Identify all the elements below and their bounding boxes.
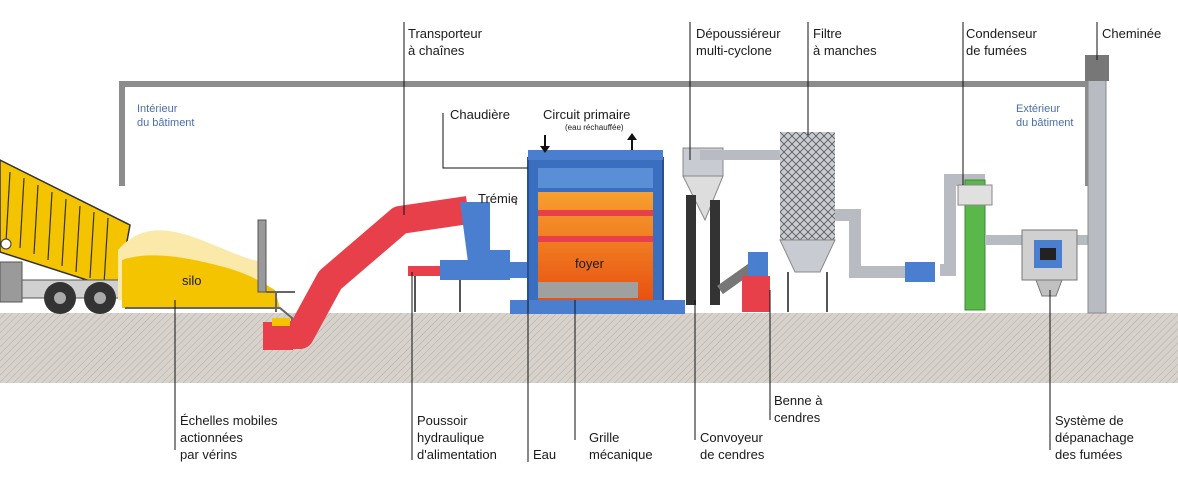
- chain-conveyor: [263, 196, 471, 350]
- hopper: [460, 202, 530, 280]
- water-label: Eau: [533, 447, 557, 462]
- furnace-label: foyer: [575, 256, 604, 271]
- boiler: [510, 133, 685, 314]
- multicyclone: [682, 147, 724, 305]
- boiler-label: Chaudière: [450, 107, 510, 122]
- silo-fill: [122, 255, 280, 308]
- chimney: [1085, 55, 1109, 314]
- primary-circuit-label: Circuit primaire: [543, 107, 631, 122]
- hopper-label: Trémie: [478, 191, 518, 206]
- silo-label: silo: [182, 273, 202, 288]
- hydraulic-pusher: [408, 260, 490, 312]
- ground: [0, 313, 1178, 383]
- plume-suppression: [1021, 229, 1078, 297]
- leader-lines: [174, 22, 1098, 462]
- heated-water-label: (eau réchauffée): [565, 123, 624, 132]
- bag-filter: [779, 132, 836, 312]
- truck: [0, 159, 131, 314]
- chimney-label: Cheminée: [1102, 26, 1162, 41]
- fan: [905, 262, 935, 282]
- ash-conveyor: [717, 252, 770, 312]
